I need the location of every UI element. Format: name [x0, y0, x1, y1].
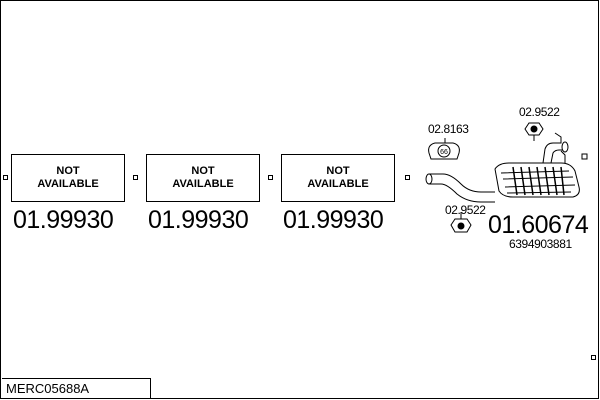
diagram-code: MERC05688A — [2, 378, 151, 398]
not-available-box-1: NOT AVAILABLE — [11, 154, 125, 202]
muffler-part-number: 01.60674 — [488, 211, 589, 239]
bottom-hanger-part-number: 02.9522 — [445, 203, 486, 217]
top-hanger-icon — [524, 122, 544, 141]
oem-number: 6394903881 — [509, 237, 572, 251]
not-available-box-2: NOT AVAILABLE — [146, 154, 260, 202]
connector-marker — [133, 175, 138, 180]
muffler-icon — [425, 132, 580, 203]
part-number-3: 01.99930 — [283, 206, 384, 234]
not-available-box-3: NOT AVAILABLE — [281, 154, 395, 202]
connector-marker — [591, 355, 596, 360]
part-number-1: 01.99930 — [13, 206, 114, 234]
top-hanger-part-number: 02.9522 — [519, 105, 560, 119]
connector-marker — [3, 175, 8, 180]
connector-marker — [268, 175, 273, 180]
mount-badge: 66 — [440, 149, 448, 156]
mount-part-number: 02.8163 — [428, 122, 469, 136]
rubber-mount-icon — [428, 138, 460, 160]
part-number-2: 01.99930 — [148, 206, 249, 234]
bottom-hanger-icon — [450, 212, 472, 233]
connector-marker — [405, 175, 410, 180]
